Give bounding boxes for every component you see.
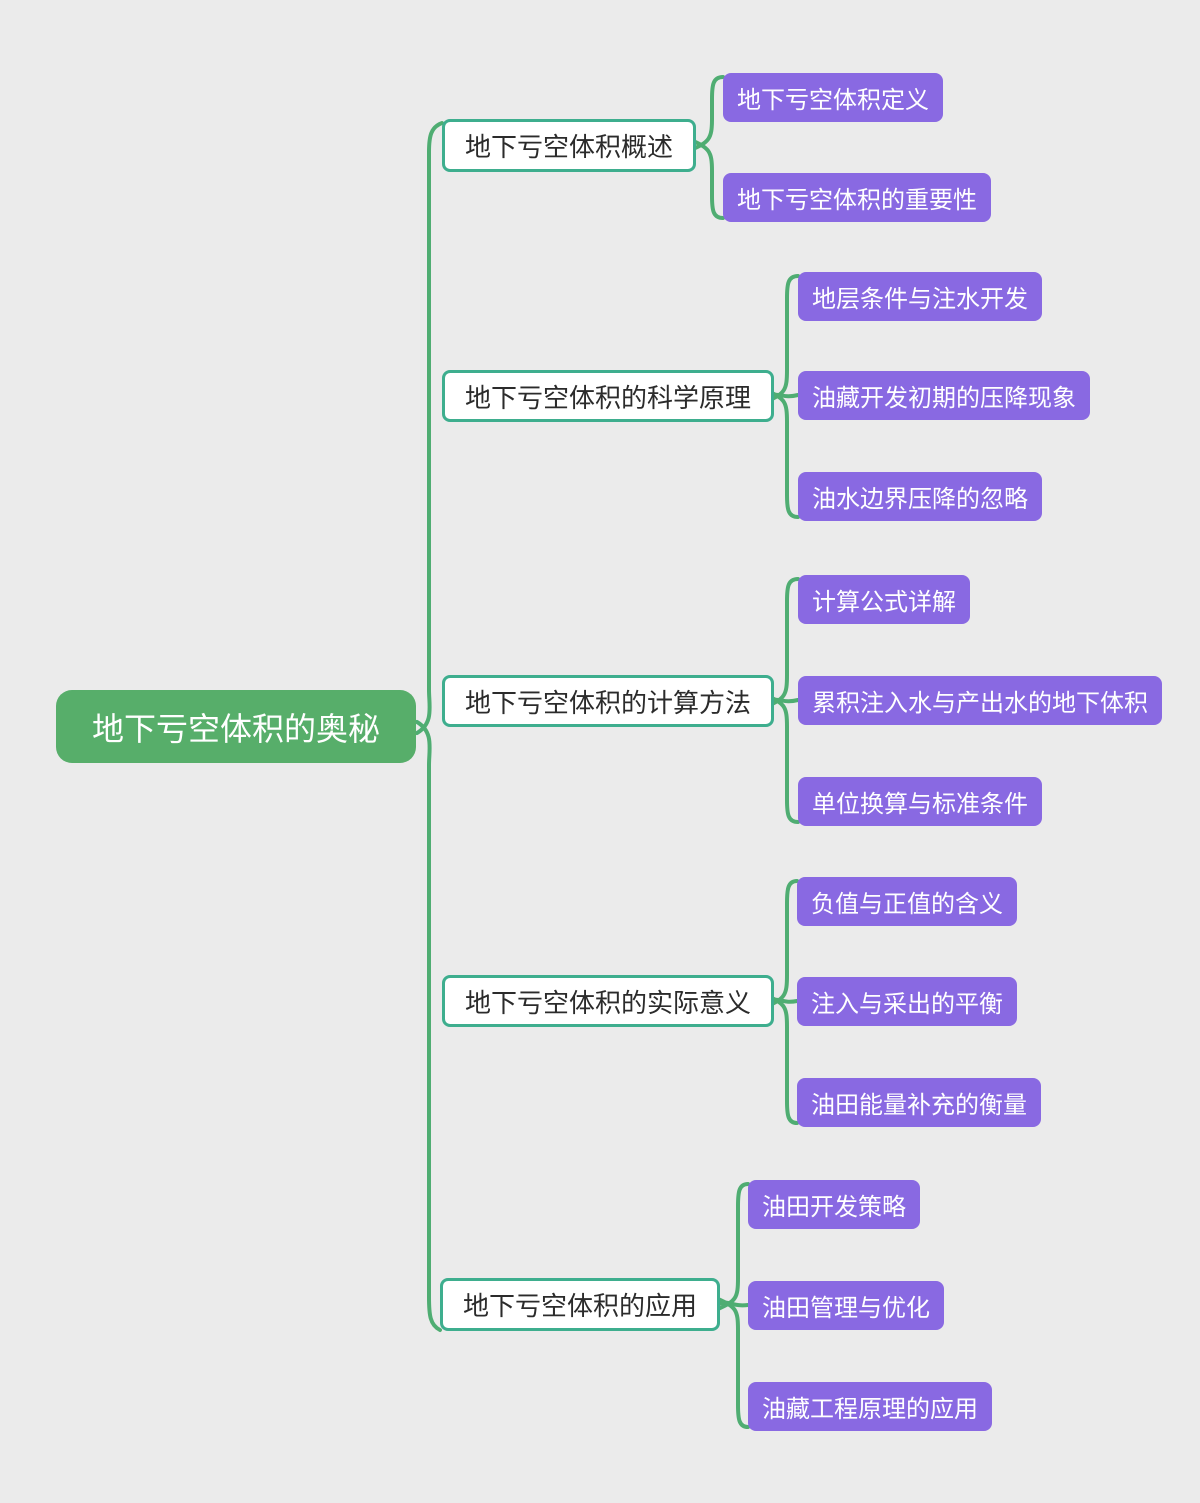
leaf-node-development-strategy[interactable]: 油田开发策略	[748, 1180, 920, 1229]
connector-b1-upper	[689, 75, 725, 152]
branch-node-science-principle[interactable]: 地下亏空体积的科学原理	[442, 370, 775, 422]
leaf-node-importance[interactable]: 地下亏空体积的重要性	[723, 173, 991, 222]
connector-b3-lower	[766, 694, 800, 824]
leaf-node-boundary-drop-ignored[interactable]: 油水边界压降的忽略	[798, 472, 1042, 521]
leaf-node-cumulative-volumes[interactable]: 累积注入水与产出水的地下体积	[798, 676, 1162, 725]
trunk-upper-connector	[415, 121, 444, 735]
connector-b2-lower	[766, 389, 800, 519]
connector-b1-lower	[689, 138, 725, 220]
leaf-node-definition[interactable]: 地下亏空体积定义	[723, 73, 943, 122]
trunk-lower-connector	[415, 720, 442, 1332]
leaf-node-injection-production-balance[interactable]: 注入与采出的平衡	[797, 977, 1017, 1026]
connector-b5-lower	[716, 1297, 750, 1429]
branch-node-overview[interactable]: 地下亏空体积概述	[442, 119, 697, 172]
leaf-node-early-pressure-drop[interactable]: 油藏开发初期的压降现象	[798, 371, 1090, 420]
leaf-node-energy-replenishment[interactable]: 油田能量补充的衡量	[797, 1078, 1041, 1127]
leaf-node-formula-explain[interactable]: 计算公式详解	[798, 575, 970, 624]
leaf-node-negative-positive[interactable]: 负值与正值的含义	[797, 877, 1017, 926]
root-node[interactable]: 地下亏空体积的奥秘	[56, 690, 417, 763]
leaf-node-unit-conversion[interactable]: 单位换算与标准条件	[798, 777, 1042, 826]
connector-b5-upper	[716, 1182, 750, 1311]
leaf-node-reservoir-engineering-application[interactable]: 油藏工程原理的应用	[748, 1382, 992, 1431]
leaf-node-formation-waterflood[interactable]: 地层条件与注水开发	[798, 272, 1042, 321]
branch-node-calculation-method[interactable]: 地下亏空体积的计算方法	[442, 675, 775, 727]
leaf-node-management-optimization[interactable]: 油田管理与优化	[748, 1281, 944, 1330]
connector-b4-lower	[766, 994, 799, 1125]
branch-node-application[interactable]: 地下亏空体积的应用	[440, 1278, 721, 1331]
connector-b5-middle	[716, 1300, 750, 1308]
branch-node-practical-meaning[interactable]: 地下亏空体积的实际意义	[442, 975, 775, 1027]
